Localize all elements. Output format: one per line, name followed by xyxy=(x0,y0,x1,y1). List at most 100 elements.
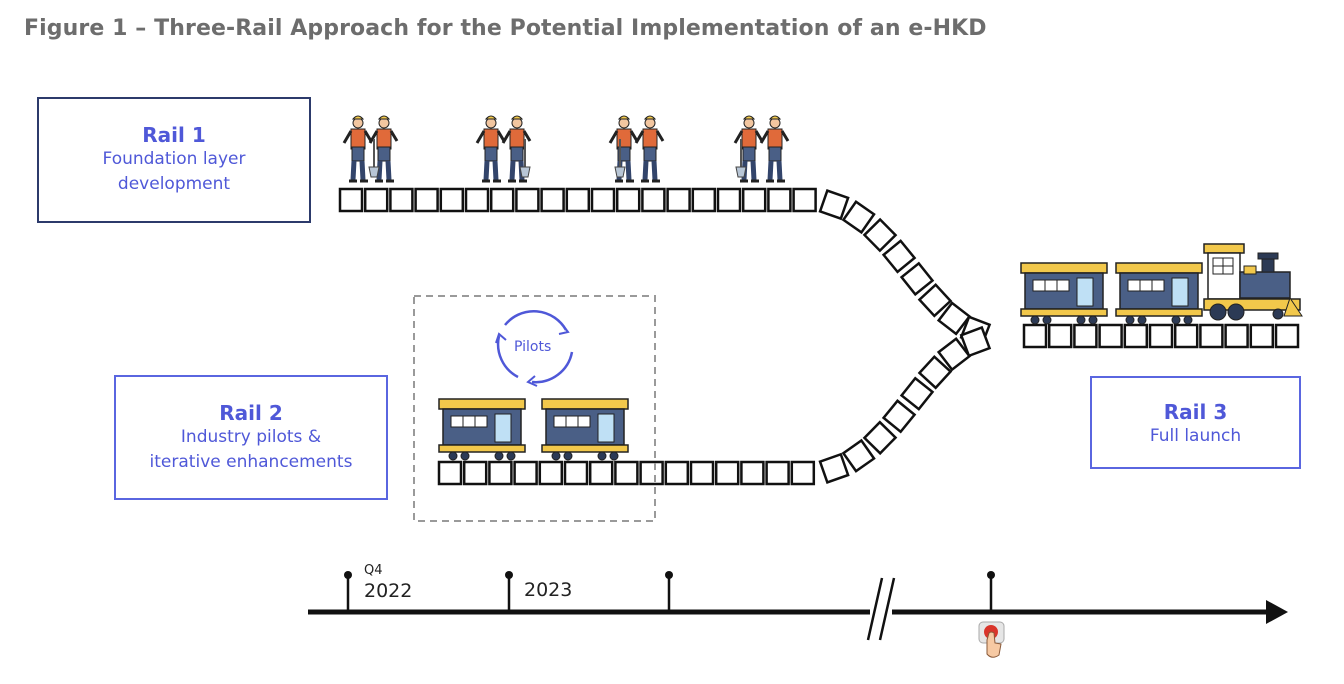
rail-2-track-tie xyxy=(740,460,765,486)
rail-3-track-tie xyxy=(1173,323,1199,349)
rail-2-track-tie xyxy=(664,460,690,486)
rail-2-track-tie xyxy=(790,460,816,486)
rail-2-box: Rail 2 Industry pilots & iterative enhan… xyxy=(114,375,388,500)
rail-2-desc-line1: Industry pilots & xyxy=(180,427,322,447)
worker-icon xyxy=(761,116,788,181)
cycle-arrows-icon xyxy=(495,309,574,387)
rail-3-track-tie xyxy=(1073,323,1098,349)
rail-1-track-tie xyxy=(767,187,792,213)
rail-1-track-tie xyxy=(414,187,439,213)
railway-carriage-icon xyxy=(438,398,526,461)
rail-2-curve-tie xyxy=(959,325,992,358)
rail-1-track-tie xyxy=(590,187,616,213)
timeline xyxy=(308,571,1288,641)
rail-2-curve-tie xyxy=(862,420,898,456)
rail-2-curve-tie xyxy=(881,399,917,434)
timeline-tick-dot xyxy=(987,571,995,579)
timeline-break-marks xyxy=(866,577,896,641)
push-button-icon xyxy=(978,621,1005,658)
railway-tracks xyxy=(338,187,1300,486)
rail-1-curve-tie xyxy=(881,239,917,274)
rail-3-track-tie xyxy=(1123,323,1149,349)
rail-3-track-tie xyxy=(1224,323,1249,349)
rail-1-track-tie xyxy=(666,187,691,213)
pilot-zone-box xyxy=(413,295,656,522)
rail-2-curve-tie xyxy=(818,452,850,484)
rail-1-track-tie xyxy=(489,187,515,213)
timeline-mark-1-quarter: Q4 xyxy=(364,563,383,578)
rail-1-curve-tie xyxy=(862,217,898,253)
timeline-mark-2-year: 2023 xyxy=(524,579,573,601)
rail-2-track-tie xyxy=(513,460,538,486)
timeline-tick-dot xyxy=(344,571,352,579)
rail-3-box: Rail 3 Full launch xyxy=(1090,376,1301,469)
rail-2-name: Rail 2 xyxy=(219,401,283,425)
rail-1-track-tie xyxy=(515,187,540,213)
timeline-tick-dot xyxy=(665,571,673,579)
rail-1-desc-line2: development xyxy=(117,174,231,194)
timeline-tick-dot xyxy=(505,571,513,579)
railway-carriage-icon xyxy=(1115,262,1203,325)
worker-icon xyxy=(477,116,504,181)
rail-1-curve-tie xyxy=(841,199,876,235)
rail-1-box: Rail 1 Foundation layer development xyxy=(37,97,311,223)
rail-1-track-tie xyxy=(389,187,414,213)
rail-1-track-tie xyxy=(691,187,717,213)
rail-1-curve-tie xyxy=(899,261,935,297)
rail-1-track-tie xyxy=(792,187,817,213)
rail-1-track-tie xyxy=(464,187,490,213)
rail-3-name: Rail 3 xyxy=(1163,400,1228,424)
rail-1-curve-tie xyxy=(917,282,953,318)
rail-1-track-tie xyxy=(439,187,465,213)
rail-2-track-tie xyxy=(639,460,664,486)
rail-1-name: Rail 1 xyxy=(142,123,206,147)
rail-1-track-tie xyxy=(741,187,767,213)
rail-2-track-tie xyxy=(488,460,513,486)
rail-2-track-tie xyxy=(538,460,564,486)
rail-2-track-tie xyxy=(614,460,639,486)
rail-3-track-tie xyxy=(1199,323,1224,349)
rail-2-track-tie xyxy=(714,460,740,486)
rail-2-curve-tie xyxy=(841,438,876,473)
rail-3-track-tie xyxy=(1148,323,1174,349)
rail-3-track-tie xyxy=(1047,323,1073,349)
worker-icon xyxy=(735,116,762,181)
rail-1-desc-line1: Foundation layer xyxy=(102,149,246,169)
timeline-mark-1-year: 2022 xyxy=(364,580,413,602)
rail-2-track-tie xyxy=(437,460,463,486)
worker-icon xyxy=(503,116,530,181)
rail-1-track-tie xyxy=(338,187,364,213)
rail-1-curve-tie xyxy=(936,301,972,336)
rail-3-track-tie xyxy=(1098,323,1123,349)
rail-3-desc-line1: Full launch xyxy=(1149,426,1242,446)
rail-1-track-tie xyxy=(615,187,641,213)
locomotive-icon xyxy=(1203,243,1303,321)
rail-1-track-tie xyxy=(540,187,565,213)
figure-title: Figure 1 – Three-Rail Approach for the P… xyxy=(24,16,987,41)
rail-2-track-tie xyxy=(689,460,715,486)
rail-1-track-tie xyxy=(716,187,742,213)
rail-2-track-tie xyxy=(765,460,790,486)
rail-2-track-tie xyxy=(588,460,614,486)
rail-2-track-tie xyxy=(462,460,488,486)
timeline-tick xyxy=(346,576,993,610)
rail-1-track-tie xyxy=(363,187,389,213)
rail-2-curve-tie xyxy=(917,354,953,390)
worker-icon xyxy=(344,116,371,181)
worker-icon xyxy=(369,116,397,181)
timeline-arrowhead xyxy=(1266,600,1288,624)
worker-icon xyxy=(636,116,663,181)
rail-2-curve-tie xyxy=(899,376,935,411)
rail-3-track-tie xyxy=(1274,323,1300,349)
pilots-label: Pilots xyxy=(514,339,552,355)
rail-2-curve-tie xyxy=(936,336,972,372)
rail-2-track-tie xyxy=(563,460,589,486)
rail-2-desc-line2: iterative enhancements xyxy=(149,452,353,472)
worker-icon xyxy=(610,116,637,181)
rail-3-track-tie xyxy=(1249,323,1275,349)
railway-carriage-icon xyxy=(541,398,629,461)
rail-3-track-tie xyxy=(1022,323,1048,349)
rail-1-track-tie xyxy=(641,187,666,213)
rail-1-curve-tie xyxy=(818,189,850,221)
